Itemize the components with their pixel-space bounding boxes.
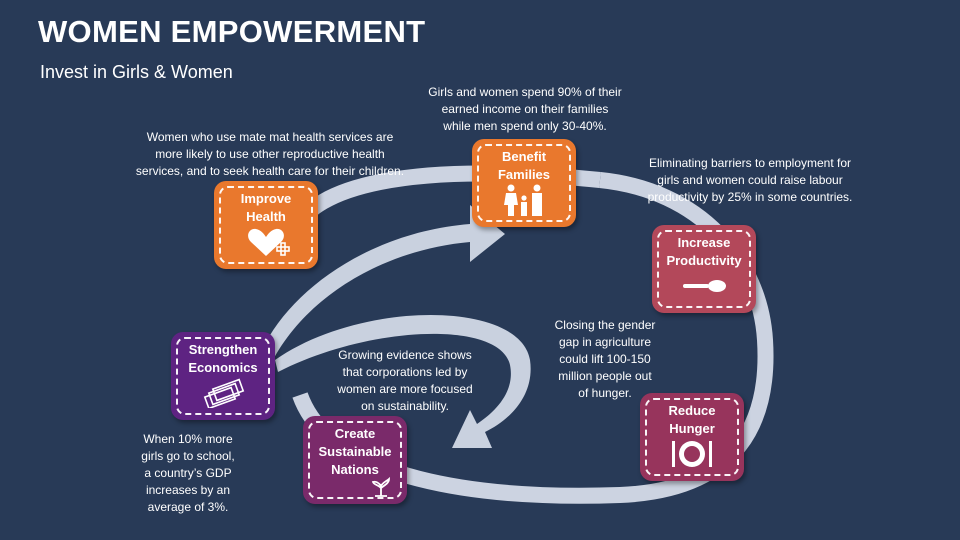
desc-increase-productivity: Eliminating barriers to employment for g…: [647, 156, 853, 204]
heart-plus-icon: [214, 225, 318, 259]
spoon-icon: [652, 269, 756, 303]
node-label: Strengthen Economics: [188, 342, 258, 375]
desc-reduce-hunger: Closing the gender gap in agriculture co…: [554, 318, 656, 400]
node-label: Reduce Hunger: [668, 403, 716, 436]
node-increase-productivity[interactable]: Increase Productivity: [652, 225, 756, 313]
node-label: Improve Health: [240, 191, 292, 224]
node-label: Create Sustainable Nations: [318, 426, 392, 477]
slide-title: WOMEN EMPOWERMENT: [38, 14, 426, 49]
family-icon: [472, 183, 576, 217]
node-reduce-hunger[interactable]: Reduce Hunger: [640, 393, 744, 481]
node-benefit-families[interactable]: Benefit Families: [472, 139, 576, 227]
node-strengthen-economics[interactable]: Strengthen Economics: [171, 332, 275, 420]
node-label: Increase Productivity: [666, 235, 742, 268]
plate-cutlery-icon: [640, 437, 744, 471]
plant-icon: [303, 474, 407, 498]
node-create-sustainable-nations[interactable]: Create Sustainable Nations: [303, 416, 407, 504]
desc-benefit-families: Girls and women spend 90% of their earne…: [428, 85, 622, 133]
node-label: Benefit Families: [497, 149, 551, 182]
slide-subtitle: Invest in Girls & Women: [40, 62, 233, 82]
desc-improve-health: Women who use mate mat health services a…: [135, 130, 405, 178]
desc-strengthen-economics: When 10% more girls go to school, a coun…: [141, 432, 235, 514]
desc-create-sustainable-nations: Growing evidence shows that corporations…: [337, 348, 473, 413]
money-stack-icon: [171, 376, 275, 410]
node-improve-health[interactable]: Improve Health: [214, 181, 318, 269]
